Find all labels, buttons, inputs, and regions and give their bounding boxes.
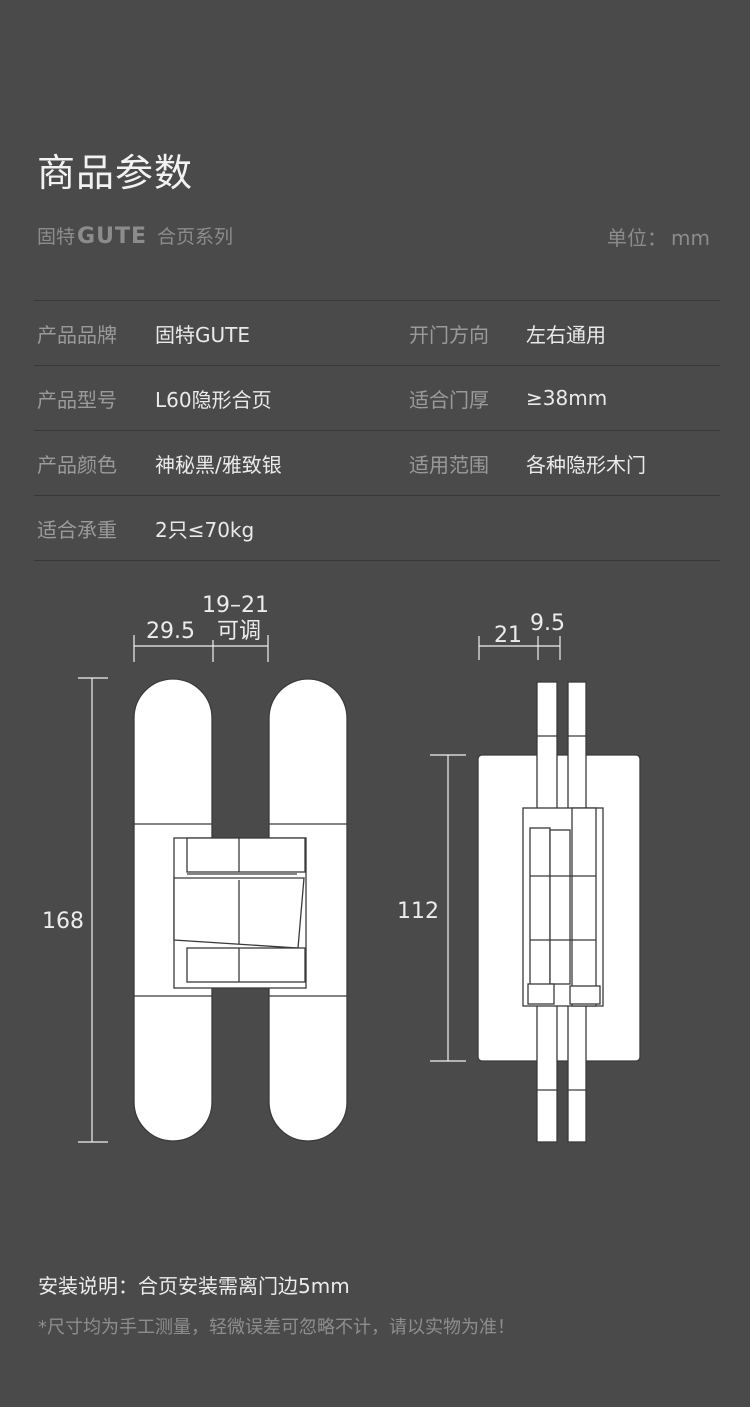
spec-value: 各种隐形木门 xyxy=(526,452,646,477)
series-label: 合页系列 xyxy=(156,226,233,248)
brand-cn: 固特 xyxy=(37,226,76,248)
brand-logo: GUTE xyxy=(77,224,147,249)
spec-row: 产品颜色 神秘黑/雅致银 适用范围 各种隐形木门 xyxy=(34,430,720,495)
hinge-front-view xyxy=(133,678,348,1142)
spec-row: 适合承重 2只≤70kg xyxy=(34,495,720,561)
disclaimer-note: *尺寸均为手工测量，轻微误差可忽略不计，请以实物为准！ xyxy=(38,1317,515,1338)
hinge-body-right xyxy=(268,678,348,1142)
dim-height-right: 112 xyxy=(397,899,439,924)
dim-width-right-a: 21 xyxy=(494,623,522,648)
spec-label: 产品型号 xyxy=(37,387,117,412)
spec-value: 2只≤70kg xyxy=(155,517,255,542)
spec-value: 固特GUTE xyxy=(155,322,250,347)
page-title: 商品参数 xyxy=(37,151,194,195)
spec-label: 适合门厚 xyxy=(409,387,489,412)
spec-value: 神秘黑/雅致银 xyxy=(155,452,282,477)
spec-row: 产品型号 L60隐形合页 适合门厚 ≥38mm xyxy=(34,365,720,430)
spec-value: 左右通用 xyxy=(526,322,606,347)
spec-table: 产品品牌 固特GUTE 开门方向 左右通用 产品型号 L60隐形合页 适合门厚 … xyxy=(34,300,720,561)
spec-label: 适合承重 xyxy=(37,517,117,542)
spec-label: 开门方向 xyxy=(409,322,489,347)
unit-label: 单位：mm xyxy=(607,222,710,251)
dim-width-right-b: 9.5 xyxy=(530,611,565,636)
dim-width-b: 19–21 xyxy=(202,593,269,618)
install-note: 安装说明：合页安装需离门边5mm xyxy=(38,1274,350,1298)
spec-row: 产品品牌 固特GUTE 开门方向 左右通用 xyxy=(34,300,720,365)
brand-line: 固特 GUTE 合页系列 xyxy=(37,222,233,249)
hinge-arm-mechanism xyxy=(173,837,307,989)
dim-width-a: 29.5 xyxy=(146,619,195,644)
spec-value: ≥38mm xyxy=(526,386,608,410)
hinge-body-left xyxy=(133,678,213,1142)
spec-value: L60隐形合页 xyxy=(155,387,272,412)
hinge-side-view xyxy=(477,681,641,1143)
dim-width-b-note: 可调 xyxy=(217,619,261,644)
unit-value: mm xyxy=(671,226,710,250)
spec-label: 产品颜色 xyxy=(37,452,117,477)
spec-label: 产品品牌 xyxy=(37,322,117,347)
spec-label: 适用范围 xyxy=(409,452,489,477)
hinge-dimension-drawing: 29.5 19–21 可调 168 21 9.5 112 xyxy=(42,593,641,1143)
unit-label-text: 单位： xyxy=(607,226,668,250)
dimension-lines xyxy=(78,635,561,1143)
dim-height-left: 168 xyxy=(42,909,84,934)
